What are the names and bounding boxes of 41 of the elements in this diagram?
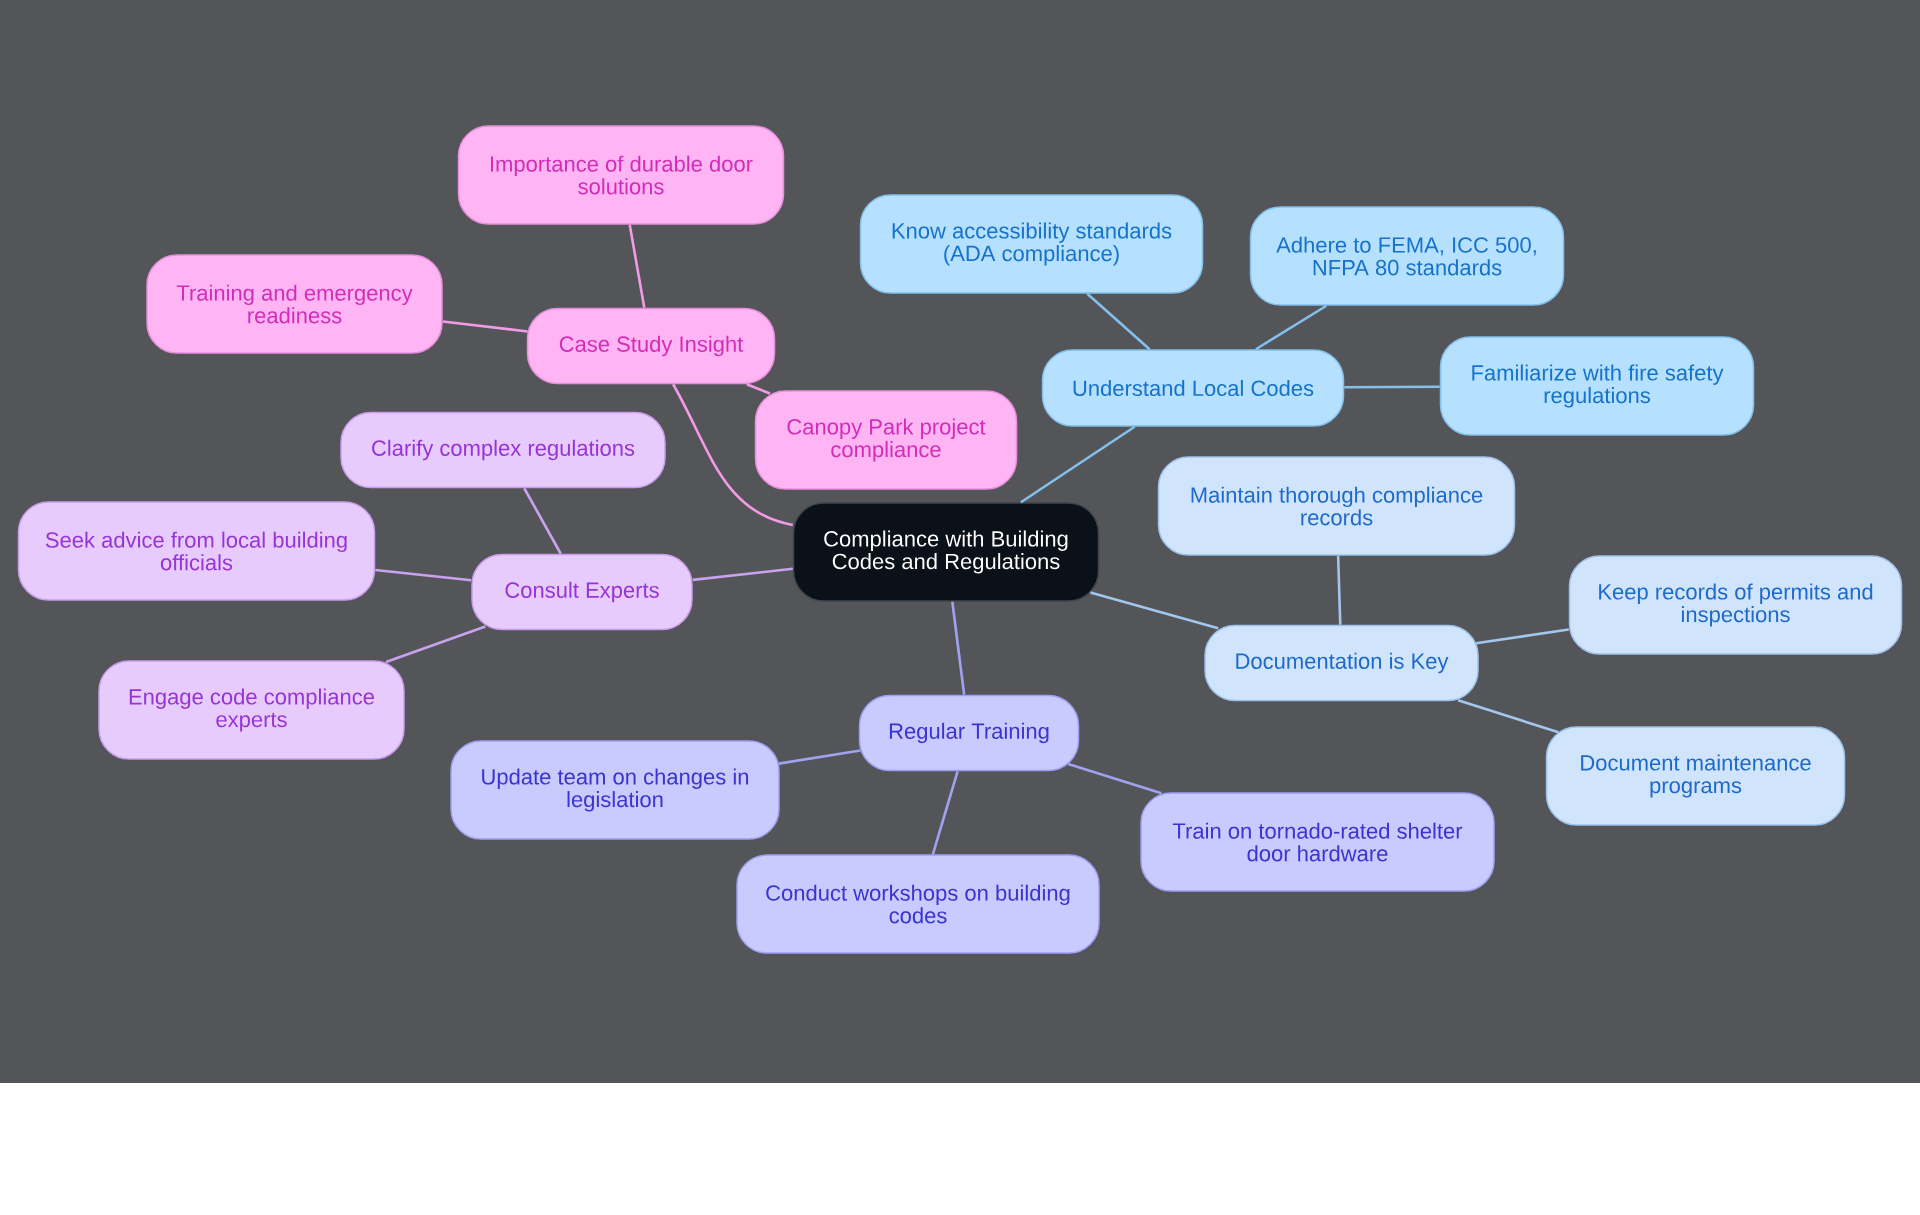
subtopic-box: Maintain thorough compliance records bbox=[1157, 456, 1516, 556]
topic-box: Documentation is Key bbox=[1204, 624, 1479, 702]
subtopic-box: Document maintenance programs bbox=[1545, 726, 1846, 826]
subtopic-box: Conduct workshops on building codes bbox=[736, 854, 1100, 954]
branch-line bbox=[1336, 555, 1342, 625]
subtopic-box: Clarify complex regulations bbox=[340, 411, 666, 489]
branch-line bbox=[1344, 385, 1440, 389]
subtopic-box: Know accessibility standards (ADA compliance) bbox=[859, 194, 1204, 294]
branch-line bbox=[385, 625, 486, 664]
subtopic-box: Importance of durable door solutions bbox=[457, 125, 785, 225]
branch-line bbox=[671, 383, 794, 527]
branch-line bbox=[746, 383, 771, 395]
subtopic-box: Train on tornado-rated shelter door hardware bbox=[1140, 792, 1495, 892]
branch-line bbox=[1457, 699, 1559, 734]
branch-line bbox=[692, 567, 793, 582]
subtopic-box: Engage code compliance experts bbox=[98, 660, 405, 760]
branch-line bbox=[628, 224, 646, 308]
branch-line bbox=[1020, 425, 1136, 504]
branch-line bbox=[523, 487, 562, 555]
branch-line bbox=[1086, 292, 1151, 351]
subtopic-box: Training and emergency readiness bbox=[146, 254, 443, 354]
central-topic-box: Compliance with Building Codes and Regulations bbox=[792, 502, 1100, 602]
topic-box: Understand Local Codes bbox=[1041, 349, 1345, 427]
subtopic-box: Update team on changes in legislation bbox=[450, 740, 780, 840]
branch-line bbox=[1255, 304, 1328, 351]
branch-line bbox=[1090, 591, 1219, 630]
subtopic-box: Adhere to FEMA, ICC 500, NFPA 80 standards bbox=[1249, 206, 1565, 306]
subtopic-box: Keep records of permits and inspections bbox=[1568, 555, 1903, 655]
branch-line bbox=[1476, 628, 1569, 645]
branch-line bbox=[931, 770, 959, 855]
branch-line bbox=[951, 601, 966, 695]
subtopic-box: Familiarize with fire safety regulations bbox=[1439, 336, 1755, 436]
branch-line bbox=[375, 568, 472, 582]
branch-line bbox=[778, 749, 861, 765]
subtopic-box: Canopy Park project compliance bbox=[754, 390, 1018, 490]
topic-box: Case Study Insight bbox=[526, 307, 776, 385]
topic-box: Consult Experts bbox=[471, 553, 693, 631]
subtopic-box: Seek advice from local building officials bbox=[17, 501, 376, 601]
branch-line bbox=[1067, 762, 1162, 795]
topic-box: Regular Training bbox=[858, 694, 1080, 772]
branch-line bbox=[442, 320, 528, 333]
